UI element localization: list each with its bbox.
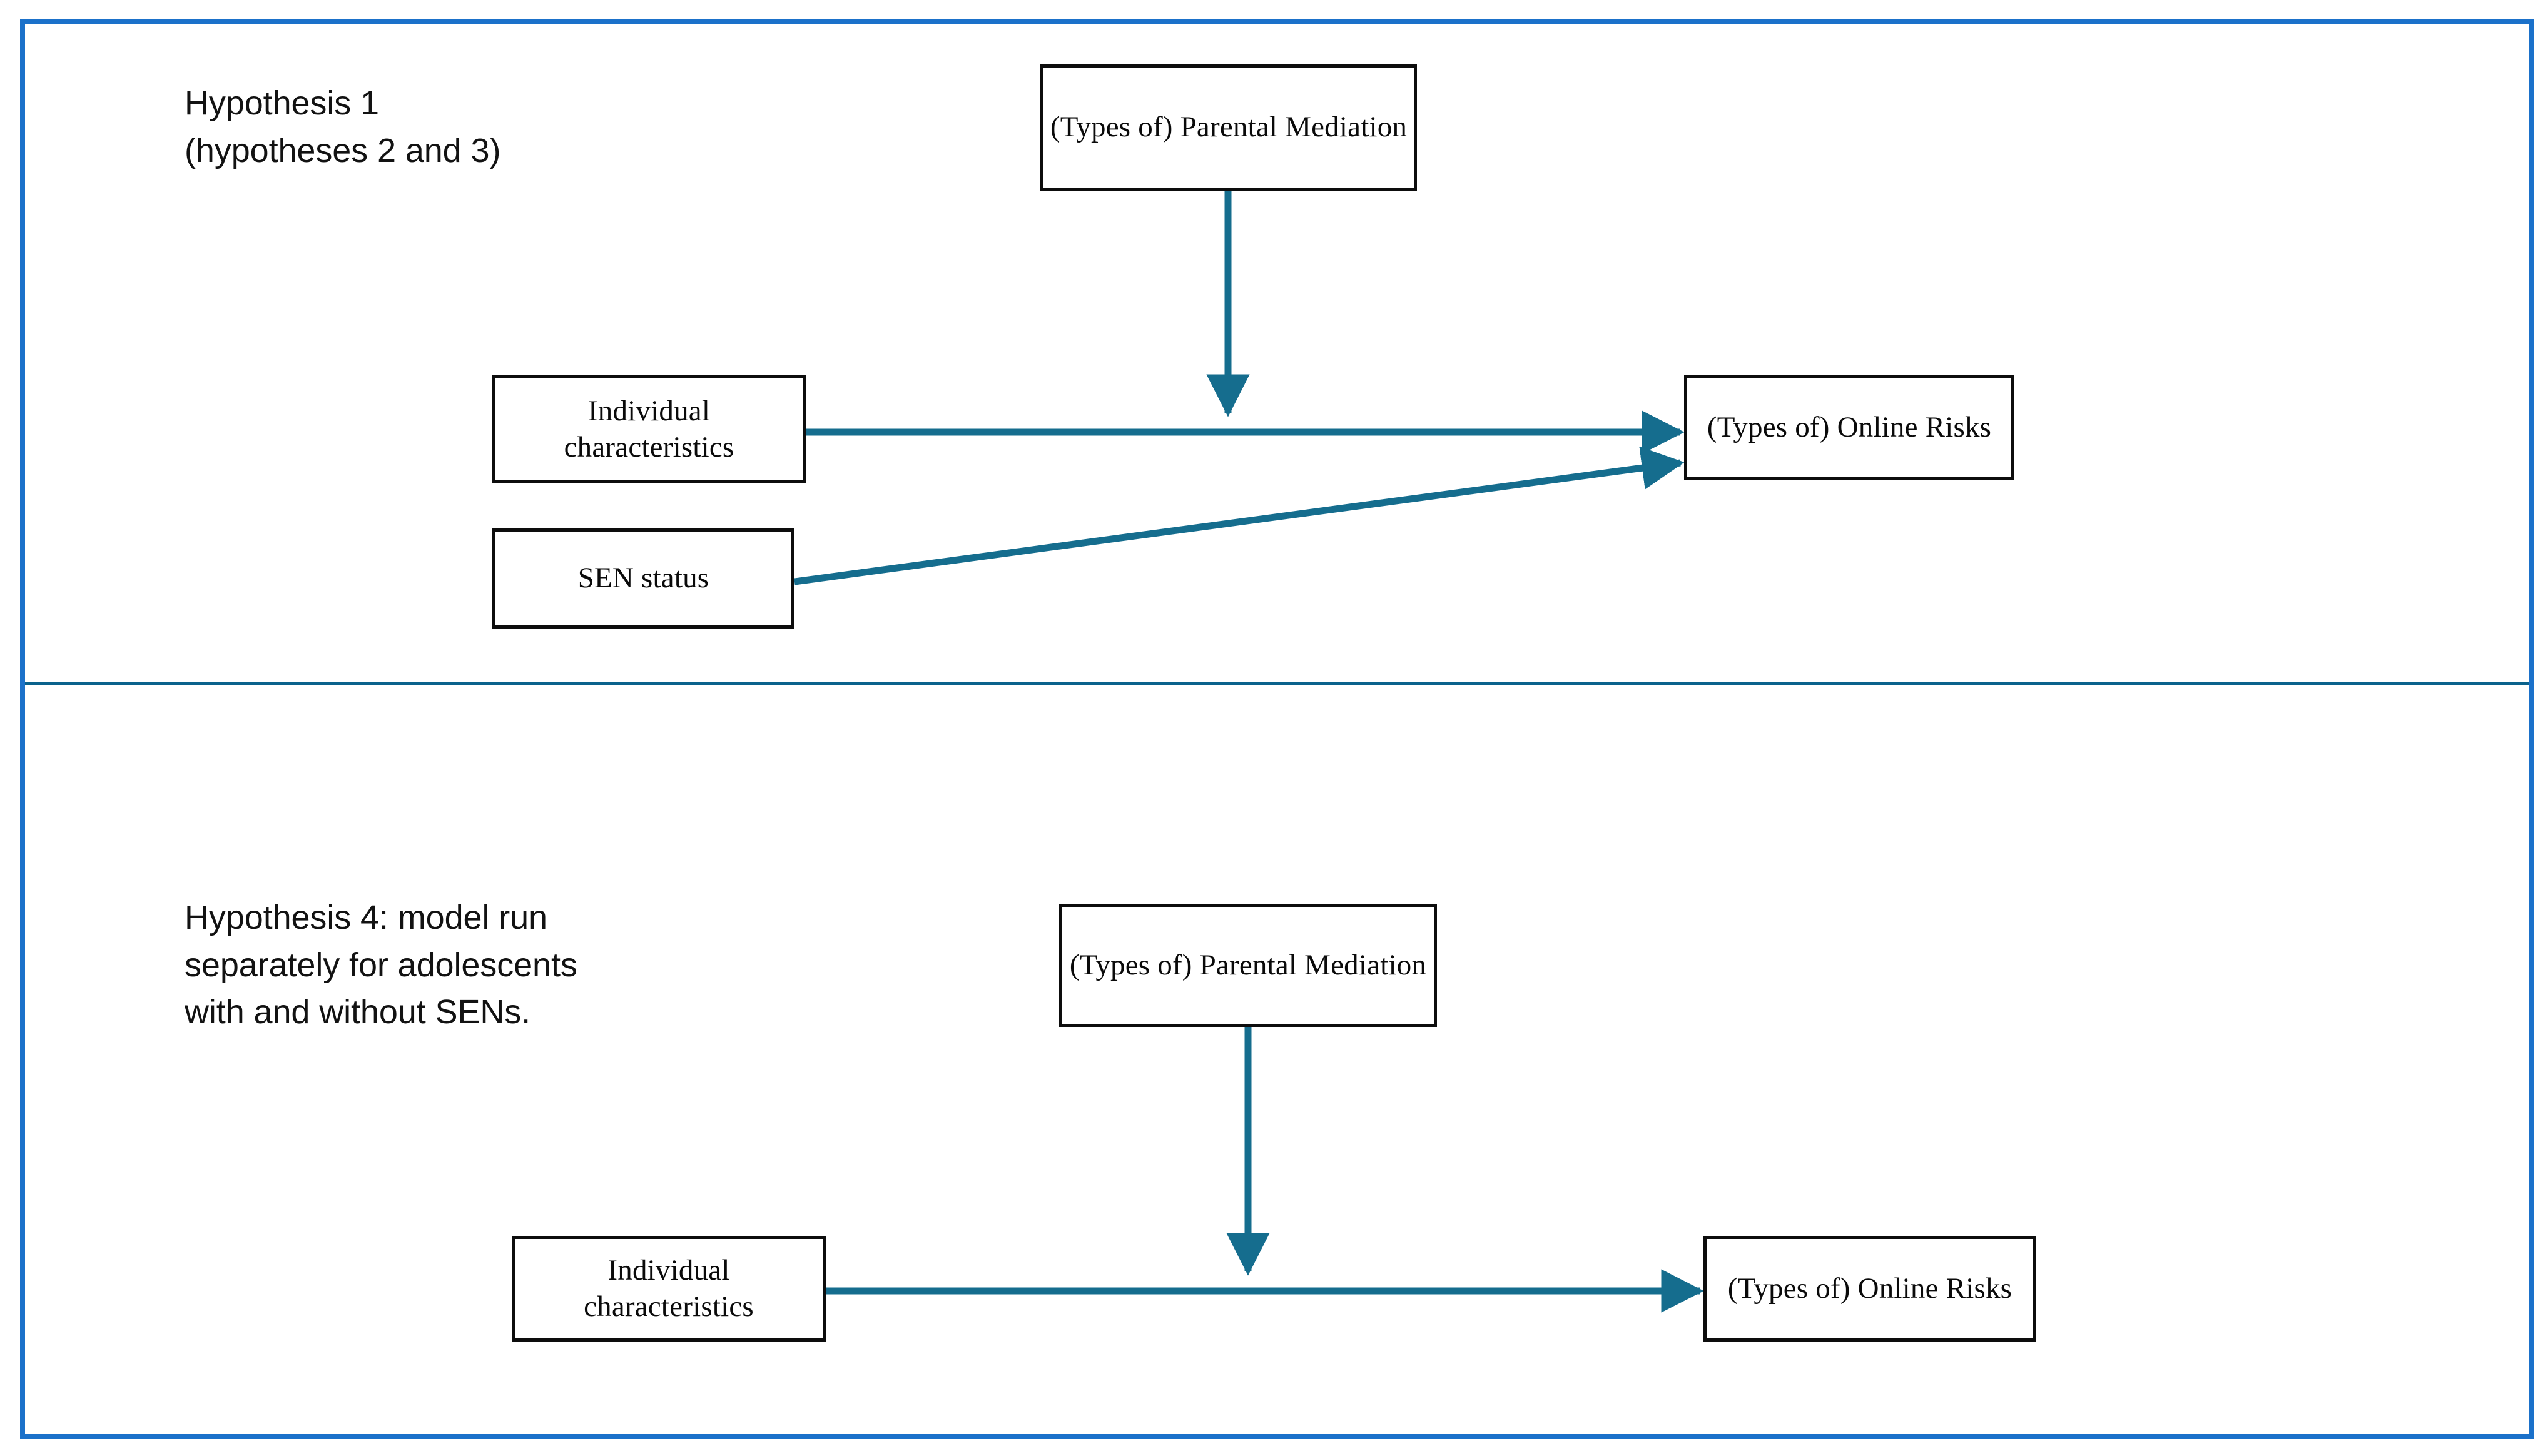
node-parental-mediation-top: (Types of) Parental Mediation	[1040, 64, 1417, 191]
panel-divider-line	[25, 682, 2529, 685]
node-sen-status-top: SEN status	[492, 528, 794, 629]
node-label: (Types of) Online Risks	[1707, 410, 1992, 443]
node-label: Individual characteristics	[564, 395, 734, 463]
caption-hypothesis-1: Hypothesis 1 (hypotheses 2 and 3)	[185, 84, 501, 169]
node-label: (Types of) Parental Mediation	[1069, 948, 1427, 981]
outer-frame-border	[20, 19, 2534, 1439]
node-individual-characteristics-bottom: Individual characteristics	[512, 1236, 826, 1342]
node-online-risks-bottom: (Types of) Online Risks	[1703, 1236, 2036, 1342]
node-label: SEN status	[577, 562, 709, 595]
node-individual-characteristics-top: Individual characteristics	[492, 375, 806, 483]
node-label: (Types of) Online Risks	[1727, 1271, 2013, 1305]
node-label: Individual characteristics	[584, 1254, 754, 1323]
node-parental-mediation-bottom: (Types of) Parental Mediation	[1059, 904, 1437, 1027]
caption-hypothesis-4: Hypothesis 4: model run separately for a…	[185, 899, 577, 1031]
node-online-risks-top: (Types of) Online Risks	[1684, 375, 2014, 480]
node-label: (Types of) Parental Mediation	[1050, 111, 1408, 144]
